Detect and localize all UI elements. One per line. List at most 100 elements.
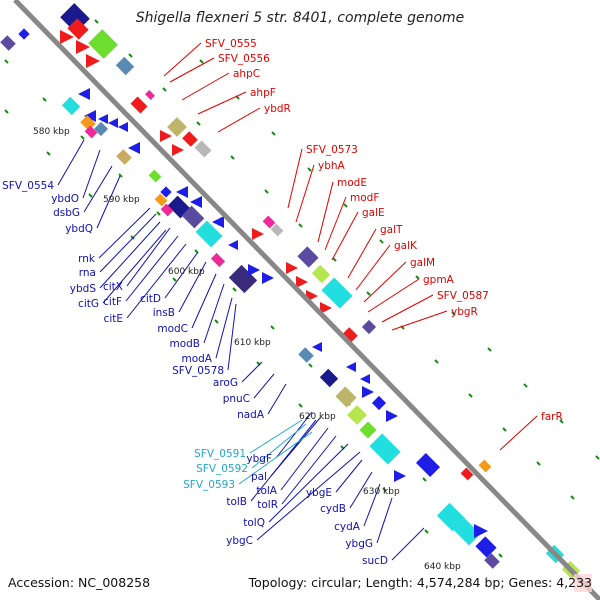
tick-dash bbox=[94, 19, 99, 24]
gene-block bbox=[475, 536, 497, 558]
gene-arrow bbox=[108, 118, 118, 128]
gene-label: modA bbox=[181, 353, 212, 365]
leader-line bbox=[376, 497, 393, 544]
gene-block bbox=[484, 553, 500, 569]
gene-label: SFV_0573 bbox=[306, 144, 358, 156]
kbp-label: 580 kbp bbox=[33, 127, 70, 137]
leader-line bbox=[355, 244, 391, 291]
gene-label: ybgE bbox=[306, 487, 332, 499]
tick-dash bbox=[4, 59, 9, 64]
gene-arrow bbox=[128, 142, 140, 154]
gene-label: SFV_0587 bbox=[437, 290, 489, 302]
gene-block bbox=[319, 368, 339, 388]
leader-line bbox=[335, 459, 363, 493]
leader-line bbox=[363, 483, 381, 527]
leader-line bbox=[203, 283, 225, 344]
gene-block bbox=[88, 29, 118, 59]
gene-block bbox=[182, 131, 198, 147]
tick-dash bbox=[130, 235, 135, 240]
gene-label: ybgF bbox=[246, 453, 272, 465]
gene-label: nadA bbox=[237, 409, 265, 421]
leader-line bbox=[82, 149, 101, 199]
gene-arrow bbox=[118, 122, 128, 132]
gene-label: cydB bbox=[320, 503, 346, 515]
leader-line bbox=[256, 451, 361, 541]
kbp-label: 590 kbp bbox=[103, 195, 140, 205]
gene-label: galM bbox=[410, 257, 435, 269]
gene-block bbox=[167, 117, 187, 137]
summary-text: Topology: circular; Length: 4,574,284 bp… bbox=[248, 575, 592, 590]
gene-label: tolR bbox=[257, 499, 278, 511]
leader-line bbox=[217, 107, 261, 133]
gene-block bbox=[0, 35, 16, 51]
gene-label: citG bbox=[78, 298, 99, 310]
tick-dash bbox=[270, 325, 275, 330]
leader-line bbox=[331, 211, 359, 261]
leader-line bbox=[275, 411, 313, 459]
gene-label: farR bbox=[541, 411, 563, 423]
leader-line bbox=[83, 165, 113, 213]
leader-line bbox=[281, 435, 337, 505]
tick-dash bbox=[308, 363, 313, 368]
gene-block bbox=[415, 452, 441, 478]
gene-arrow bbox=[346, 362, 356, 372]
gene-label: ahpF bbox=[250, 87, 276, 99]
tick-dash bbox=[298, 403, 303, 408]
leader-line bbox=[280, 427, 329, 491]
kbp-label: 620 kbp bbox=[299, 412, 336, 422]
gene-block bbox=[181, 205, 205, 229]
gene-block bbox=[18, 28, 30, 40]
gene-label: cydA bbox=[334, 521, 361, 533]
gene-label: ybgC bbox=[226, 535, 253, 547]
gene-block bbox=[130, 96, 148, 114]
tick-dash bbox=[271, 131, 276, 136]
tick-dash bbox=[343, 203, 348, 208]
tick-dash bbox=[536, 461, 541, 466]
tick-dash bbox=[366, 291, 371, 296]
leader-line bbox=[215, 297, 233, 359]
gene-labels: SFV_0555SFV_0556ahpCahpFybdRSFV_0573ybhA… bbox=[2, 38, 563, 567]
kbp-label: 640 kbp bbox=[424, 562, 461, 572]
leader-line bbox=[197, 91, 247, 115]
gene-arrow bbox=[386, 410, 398, 422]
gene-label: ybdR bbox=[264, 103, 291, 115]
leader-line bbox=[98, 207, 151, 259]
tick-dash bbox=[451, 311, 456, 316]
gene-label: modC bbox=[157, 323, 188, 335]
tick-dash bbox=[498, 553, 503, 558]
tick-dash bbox=[382, 487, 387, 492]
gene-label: SFV_0578 bbox=[172, 365, 224, 377]
gene-block bbox=[297, 246, 319, 268]
leader-line bbox=[251, 423, 307, 469]
tick-dash bbox=[88, 193, 93, 198]
gene-block bbox=[195, 220, 223, 248]
gene-arrow bbox=[84, 110, 96, 122]
gene-block bbox=[311, 264, 331, 284]
gene-block bbox=[228, 264, 258, 294]
tick-dash bbox=[424, 529, 429, 534]
tick-dash bbox=[570, 495, 575, 500]
tick-dash bbox=[264, 189, 269, 194]
leader-line bbox=[347, 228, 377, 279]
leader-line bbox=[250, 419, 317, 502]
gene-arrow bbox=[286, 262, 298, 274]
gene-arrow bbox=[312, 342, 322, 352]
gene-label: pal bbox=[251, 471, 267, 483]
leader-line bbox=[99, 213, 157, 273]
gene-block bbox=[80, 115, 96, 131]
leader-line bbox=[164, 251, 199, 299]
gene-label: ybdQ bbox=[65, 223, 93, 235]
gene-label: gpmA bbox=[423, 274, 455, 286]
tick-dash bbox=[379, 239, 384, 244]
gene-block bbox=[160, 186, 172, 198]
tick-dash bbox=[80, 135, 85, 140]
gene-block bbox=[321, 277, 353, 309]
leader-line bbox=[391, 527, 425, 561]
gene-label: citE bbox=[104, 313, 123, 325]
gene-arrow bbox=[60, 30, 74, 44]
gene-label: ybdO bbox=[51, 193, 79, 205]
leader-line bbox=[324, 196, 347, 251]
gene-label: rna bbox=[79, 267, 96, 279]
gene-block bbox=[115, 56, 135, 76]
